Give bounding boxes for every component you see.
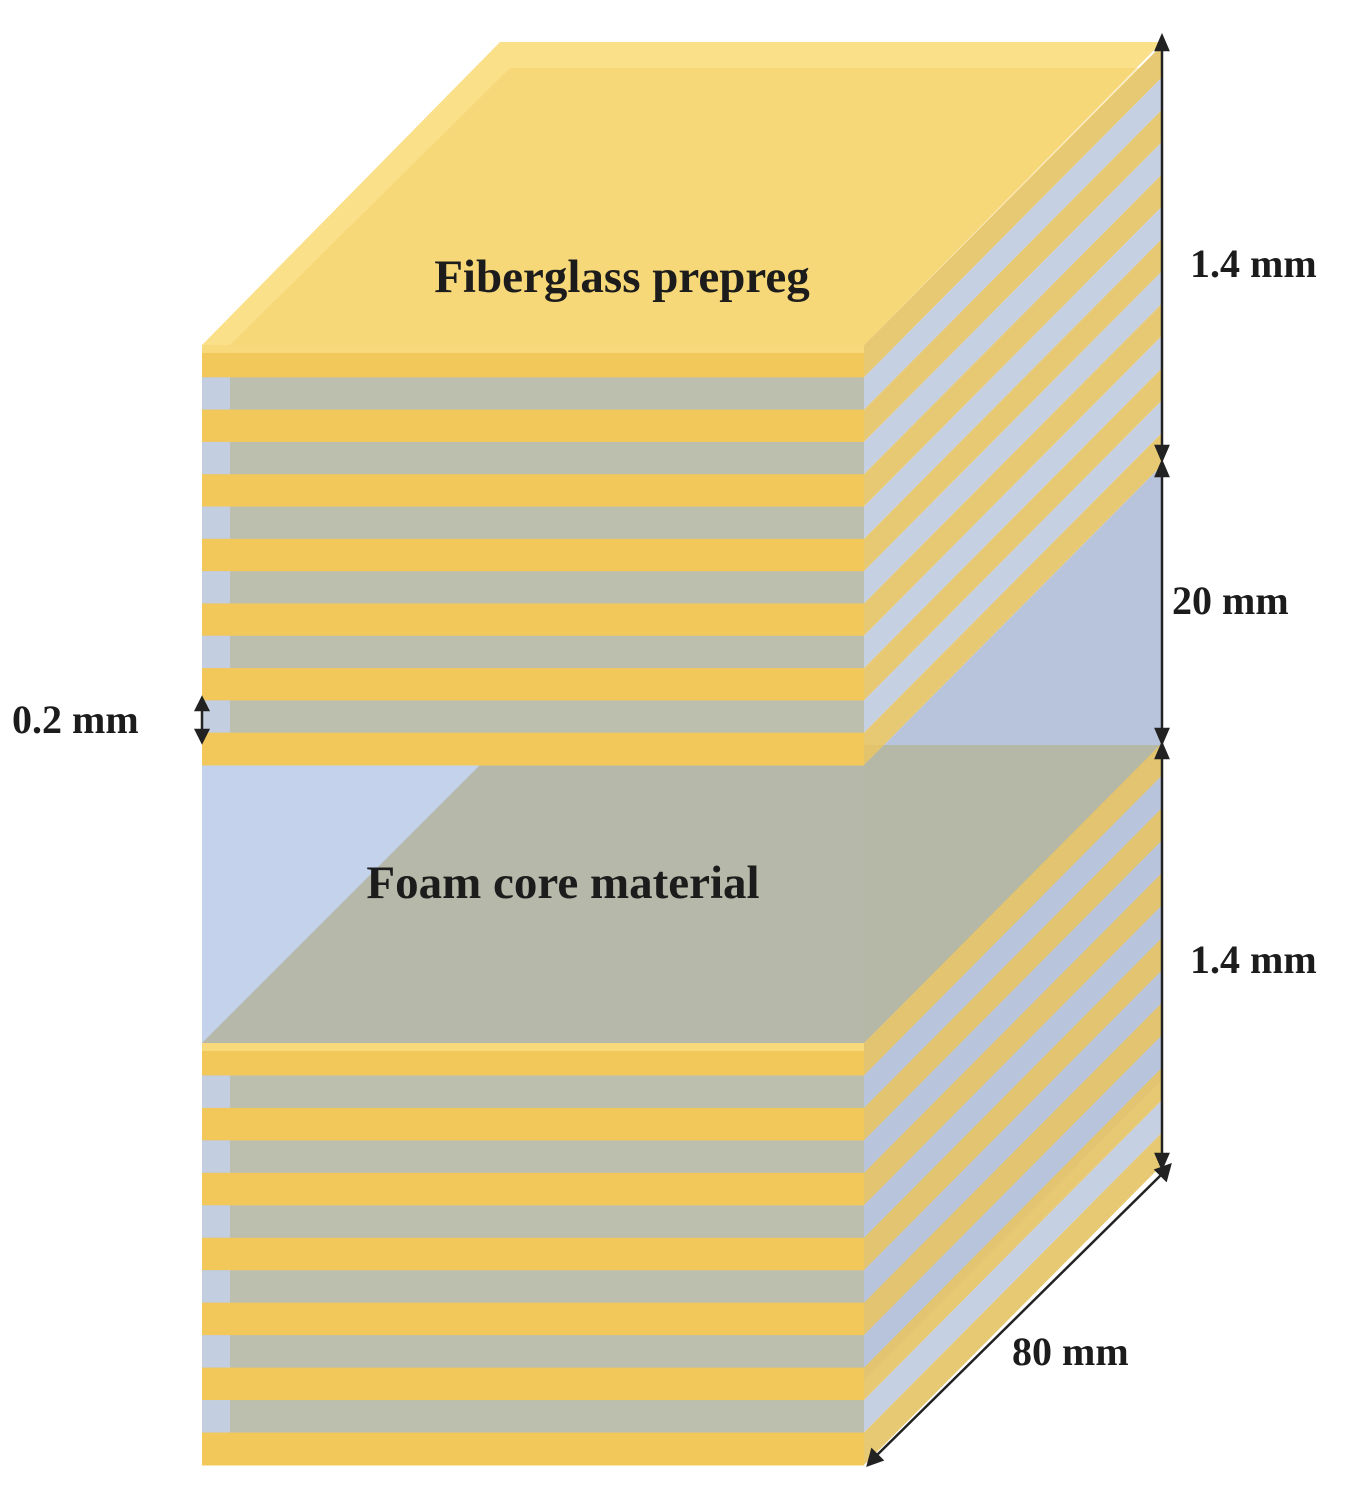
top-skin-gap-edge [202, 506, 230, 539]
top-skin-gap-edge [202, 635, 230, 669]
top-skin-gap-side [864, 206, 1162, 539]
depth-label: 80 mm [1012, 1329, 1129, 1374]
sandwich-block [202, 42, 1162, 1466]
dimension-lines [193, 32, 1172, 1467]
bottom-skin-ply-side [864, 1132, 1162, 1465]
bottom-skin-gap-side [864, 840, 1162, 1173]
top-skin-ply-side [864, 109, 1162, 442]
top-skin-ply [202, 732, 864, 766]
bottom-skin-ply [202, 1107, 864, 1141]
arrowhead-icon [1154, 458, 1170, 478]
top-skin-ply [202, 538, 864, 572]
arrowhead-icon [1154, 444, 1170, 464]
top-skin-ply-side [864, 368, 1162, 701]
top-skin-ply [202, 409, 864, 443]
top-skin-gap [202, 635, 864, 669]
top-skin-gap-edge [202, 571, 230, 604]
arrowhead-icon [1154, 32, 1170, 52]
bottom-skin-thickness-label: 1.4 mm [1190, 937, 1317, 982]
bottom-skin-highlight [202, 1043, 864, 1051]
top-skin-top-face [202, 42, 1162, 345]
ply-thickness-label: 0.2 mm [12, 697, 139, 742]
bottom-skin-ply-side [864, 1067, 1162, 1401]
bottom-skin-gap [202, 1140, 864, 1174]
top-skin-highlight [202, 345, 864, 353]
bottom-skin-gap-side [864, 1100, 1162, 1433]
arrowhead-icon [193, 695, 211, 712]
top-skin-gap-side [864, 400, 1162, 733]
top-skin-ply-side [864, 174, 1162, 507]
bottom-skin-gap [202, 1400, 864, 1434]
top-skin-gap [202, 571, 864, 604]
bottom-skin-gap-edge [202, 1400, 230, 1433]
top-skin-ply [202, 603, 864, 637]
bottom-skin-ply [202, 1172, 864, 1206]
arrowhead-icon [1154, 740, 1170, 760]
bottom-skin-gap-side [864, 970, 1162, 1303]
bottom-skin-layers [202, 743, 1162, 1466]
bottom-skin-gap-edge [202, 1205, 230, 1238]
bottom-skin-gap [202, 1270, 864, 1304]
foam-core-top-face [202, 745, 1162, 1043]
bottom-skin-gap-side [864, 905, 1162, 1238]
top-skin-layers [202, 45, 1162, 766]
bottom-skin-gap-edge [202, 1335, 230, 1368]
top-skin-gap [202, 700, 864, 734]
top-skin-gap-edge [202, 377, 230, 410]
depth-dimension-line [873, 1171, 1165, 1459]
bottom-skin-ply-side [864, 937, 1162, 1271]
top-skin-gap-side [864, 141, 1162, 475]
bottom-skin-ply [202, 1302, 864, 1336]
bottom-skin-gap-side [864, 775, 1162, 1108]
bottom-skin-ply-side [864, 807, 1162, 1141]
bottom-skin-ply-side [864, 743, 1162, 1076]
bottom-skin-ply [202, 1432, 864, 1466]
top-skin-ply-side [864, 303, 1162, 636]
bottom-skin-ply [202, 1367, 864, 1401]
top-skin-ply-side [864, 432, 1162, 765]
top-skin-thickness-label: 1.4 mm [1190, 241, 1317, 286]
bottom-skin-gap [202, 1075, 864, 1109]
bottom-skin-gap-edge [202, 1270, 230, 1303]
top-face-shading [230, 68, 1140, 345]
arrowhead-icon [193, 728, 211, 745]
top-skin-gap-side [864, 77, 1162, 410]
fiberglass-prepreg-label: Fiberglass prepreg [434, 251, 810, 303]
top-skin-gap-side [864, 271, 1162, 604]
arrowhead-icon [1154, 1152, 1170, 1172]
top-skin-gap [202, 377, 864, 411]
bottom-skin-gap-side [864, 1035, 1162, 1368]
top-skin-gap [202, 441, 864, 475]
top-skin-gap-side [864, 335, 1162, 669]
top-skin-ply [202, 668, 864, 701]
bottom-skin-ply-side [864, 872, 1162, 1206]
arrowhead-icon [1154, 727, 1170, 747]
bottom-skin-gap [202, 1335, 864, 1369]
top-skin-ply-side [864, 238, 1162, 572]
top-skin-gap-edge [202, 441, 230, 475]
top-skin-ply-side [864, 45, 1162, 378]
bottom-skin-ply-side [864, 1002, 1162, 1336]
arrowhead-icon [866, 1447, 885, 1467]
top-skin-gap [202, 506, 864, 540]
core-thickness-label: 20 mm [1172, 578, 1289, 623]
foam-core-material-label: Foam core material [366, 857, 759, 909]
bottom-skin-gap-edge [202, 1075, 230, 1108]
arrowhead-icon [1153, 1163, 1172, 1183]
bottom-skin-gap-edge [202, 1140, 230, 1173]
bottom-skin-ply [202, 1237, 864, 1271]
bottom-skin-gap [202, 1205, 864, 1239]
top-skin-ply [202, 474, 864, 508]
